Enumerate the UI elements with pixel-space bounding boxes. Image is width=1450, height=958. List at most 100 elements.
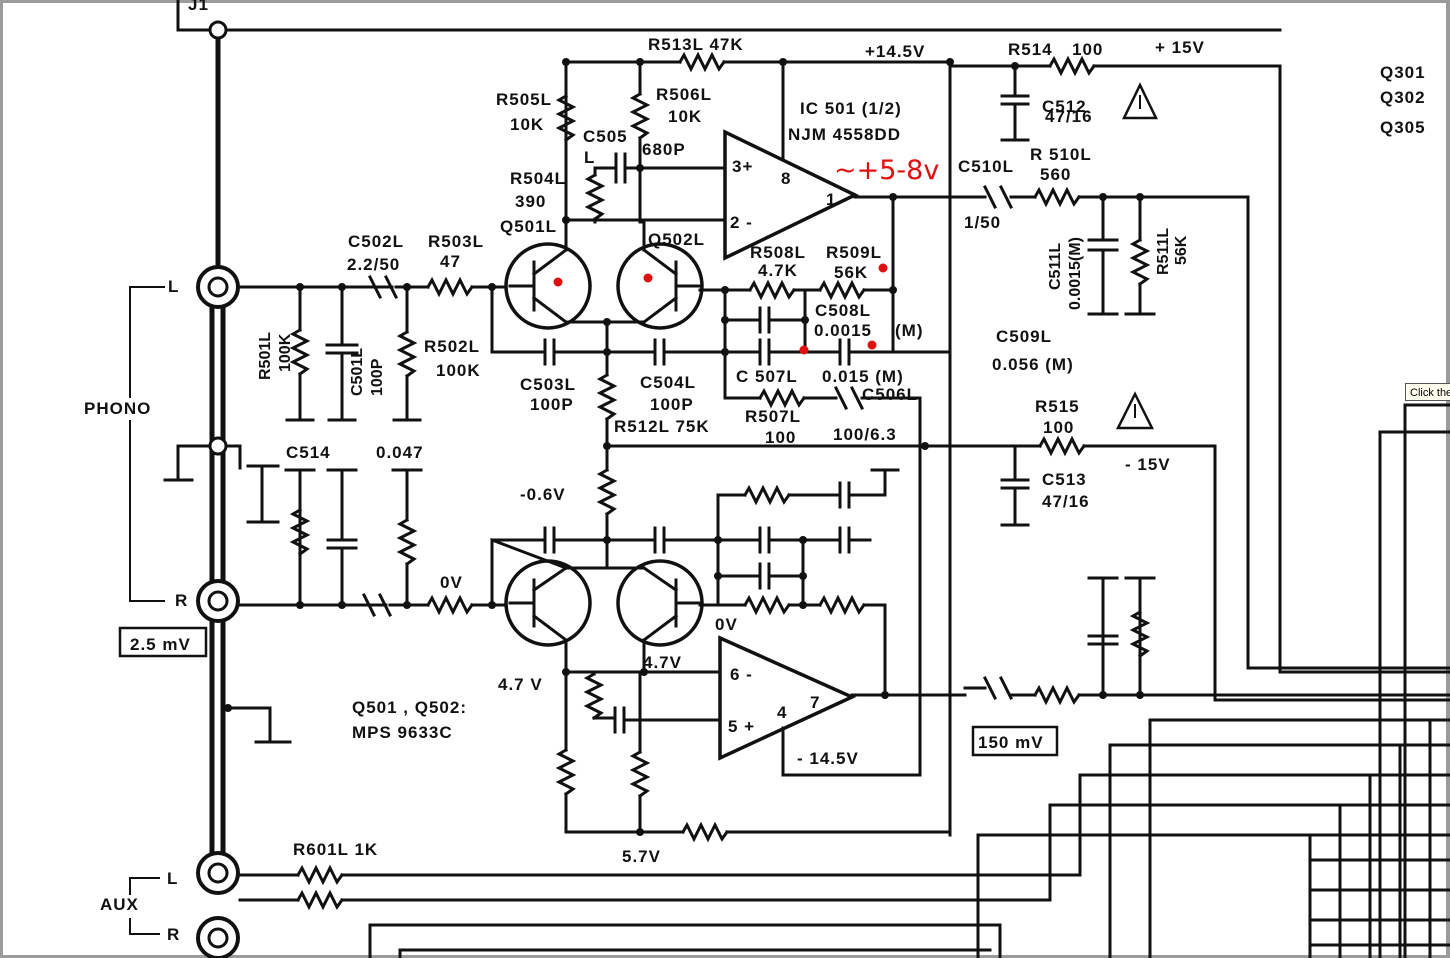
c504-value: 100P — [650, 395, 694, 414]
aux-r-label: R — [167, 925, 180, 944]
c512-value: 47/16 — [1045, 107, 1093, 126]
c508-m: (M) — [895, 321, 923, 340]
transistor-q501l — [504, 220, 592, 330]
r501-value: 100K — [277, 333, 294, 372]
r510-label: R 510L — [1030, 145, 1092, 164]
ic-part: NJM 4558DD — [788, 125, 901, 144]
q-note-2: MPS 9633C — [352, 723, 453, 742]
phono-l-label: L — [168, 277, 179, 296]
r504-value: 390 — [515, 192, 546, 211]
c505-label: C505 — [583, 127, 628, 146]
r506-value: 10K — [668, 107, 702, 126]
c507-value: 0.015 (M) — [822, 367, 904, 386]
r504-label: R504L — [510, 169, 566, 188]
r505-value: 10K — [510, 115, 544, 134]
c508-value: 0.0015 — [814, 321, 872, 340]
c509-label: C509L — [996, 327, 1052, 346]
connector-label: J1 — [188, 0, 209, 14]
output-level-box — [971, 725, 1059, 757]
r507-value: 100 — [765, 428, 796, 447]
r509-value: 56K — [834, 263, 868, 282]
r506-label: R506L — [656, 85, 712, 104]
phono-ground — [163, 444, 292, 744]
r502-label: R502L — [424, 337, 480, 356]
phono-r-label: R — [175, 591, 188, 610]
bus-grid — [976, 403, 1450, 958]
voltage-5-7: 5.7V — [622, 847, 661, 866]
supply-plus-15: + 15V — [1155, 38, 1205, 57]
q501-label: Q501L — [500, 217, 557, 236]
aux-l-label: L — [167, 869, 178, 888]
ic-pin-6: 6 - — [730, 665, 753, 684]
c505-value: 680P — [642, 140, 686, 159]
voltage-0v-b: 0V — [715, 615, 738, 634]
r513-label: R513L 47K — [648, 35, 744, 54]
r507-label: R507L — [745, 407, 801, 426]
ic-pin-5: 5 + — [728, 717, 755, 736]
lower-input-network — [238, 468, 512, 618]
c511-label: C511L — [1047, 243, 1064, 290]
c510-value: 1/50 — [964, 213, 1001, 232]
ic-label: IC 501 (1/2) — [800, 99, 902, 118]
aux-jack-right — [196, 916, 240, 958]
supply-minus-14-5: - 14.5V — [797, 749, 859, 768]
r512-label: R512L 75K — [614, 417, 710, 436]
ic-pin-7: 7 — [810, 693, 820, 712]
transistor-ref-3: Q305 — [1380, 118, 1426, 137]
r514-label: R514 — [1008, 40, 1053, 59]
transistor-ref-1: Q301 — [1380, 63, 1426, 82]
r511-value: 56K — [1173, 235, 1190, 265]
c506-value: 100/6.3 — [833, 425, 897, 444]
r511-label: R511L — [1155, 228, 1172, 275]
upper-stage-wiring — [490, 53, 1450, 837]
ic-pin-8: 8 — [781, 169, 791, 188]
r501-label: R501L — [257, 332, 274, 380]
r510-value: 560 — [1040, 165, 1071, 184]
voltage-4-7b: 4.7V — [643, 653, 682, 672]
lower-stage-wiring — [224, 444, 1450, 841]
c504-label: C504L — [640, 373, 696, 392]
upper-output-network — [893, 64, 1450, 702]
transistor-ref-2: Q302 — [1380, 88, 1426, 107]
c502-value: 2.2/50 — [347, 255, 400, 274]
ic-pin-1: 1 — [826, 190, 836, 209]
transistor-q502l — [616, 220, 704, 330]
c508-label: C508L — [815, 301, 871, 320]
c502-label: C502L — [348, 232, 404, 251]
c501-label: C501L — [349, 348, 366, 396]
voltage-neg-0-6: -0.6V — [520, 485, 566, 504]
aux-jack-left — [196, 851, 240, 895]
c501-value: 100P — [369, 358, 386, 396]
c510-label: C510L — [958, 157, 1014, 176]
supply-plus-14-5: +14.5V — [865, 42, 925, 61]
q-note-1: Q501 , Q502: — [352, 698, 467, 717]
c507-label: C 507L — [736, 367, 798, 386]
c505-l: L — [584, 148, 595, 167]
c514-label: C514 — [286, 443, 331, 462]
r601-label: R601L 1K — [293, 840, 378, 859]
q502-label: Q502L — [648, 230, 705, 249]
phono-jack-left — [196, 265, 240, 309]
ic-pin-3: 3+ — [732, 157, 753, 176]
r514-value: 100 — [1072, 40, 1103, 59]
red-voltage-annotation: ~+5-8v — [834, 155, 939, 186]
aux-wiring — [238, 866, 1052, 958]
c506-label: C506L — [862, 385, 918, 404]
r515-label: R515 — [1035, 397, 1080, 416]
ic-pin-4: 4 — [777, 703, 787, 722]
phono-jack-right — [196, 579, 240, 623]
supply-minus-15: - 15V — [1125, 455, 1171, 474]
ic-pin-2: 2 - — [730, 213, 753, 232]
r508-label: R508L — [750, 243, 806, 262]
voltage-0v: 0V — [440, 573, 463, 592]
transistor-lower-right — [616, 559, 704, 674]
phono-label: PHONO — [84, 399, 151, 418]
r508-value: 4.7K — [758, 261, 798, 280]
c513-value: 47/16 — [1042, 492, 1090, 511]
r503-label: R503L — [428, 232, 484, 251]
voltage-4-7a: 4.7 V — [498, 675, 543, 694]
c503-label: C503L — [520, 375, 576, 394]
r503-value: 47 — [440, 252, 461, 271]
